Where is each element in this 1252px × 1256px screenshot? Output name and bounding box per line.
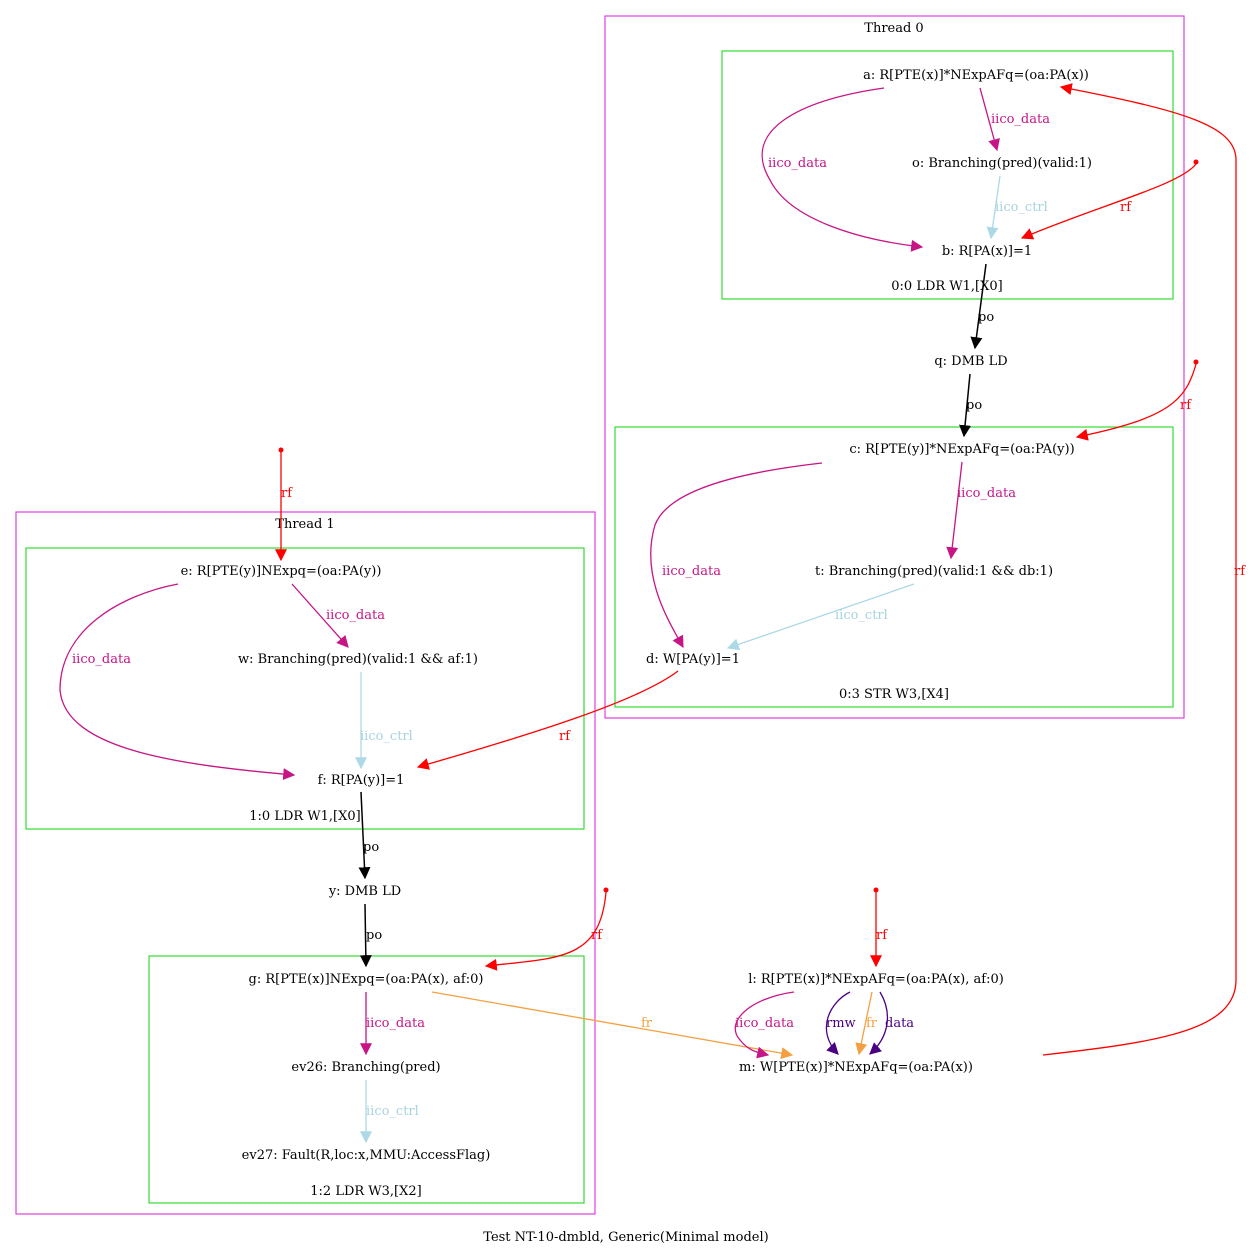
edge-label-d-f: rf	[559, 729, 571, 744]
node-b: b: R[PA(x)]=1	[942, 244, 1032, 259]
node-l: l: R[PTE(x)]*NExpAFq=(oa:PA(x), af:0)	[748, 972, 1004, 987]
thread-0-cluster: Thread 0	[604, 15, 1185, 719]
init-point-e	[278, 447, 284, 453]
edge-c-t	[946, 461, 963, 560]
edge-label-g-m: fr	[641, 1016, 653, 1031]
node-w: w: Branching(pred)(valid:1 && af:1)	[238, 652, 478, 667]
instruction-0-0-cluster: 0:0 LDR W1,[X0]	[721, 50, 1174, 300]
edge-init-g	[484, 891, 607, 971]
edge-label-init-l: rf	[876, 928, 888, 943]
edge-y-g	[359, 903, 372, 968]
node-g: g: R[PTE(x)]NExpq=(oa:PA(x), af:0)	[249, 972, 484, 987]
edge-label-b-q: po	[978, 310, 994, 325]
node-a: a: R[PTE(x)]*NExpAFq=(oa:PA(x))	[863, 68, 1089, 83]
edge-label-t-d: iico_ctrl	[835, 608, 888, 623]
node-ev26: ev26: Branching(pred)	[291, 1060, 440, 1075]
thread-0-label: Thread 0	[864, 21, 923, 36]
edge-label-init-g: rf	[591, 928, 603, 943]
edge-o-b	[986, 175, 1001, 240]
edge-l-m-iico	[734, 991, 795, 1059]
node-m: m: W[PTE(x)]*NExpAFq=(oa:PA(x))	[739, 1060, 973, 1075]
init-points	[278, 159, 1199, 893]
instruction-1-0-cluster: 1:0 LDR W1,[X0]	[25, 547, 585, 830]
edge-label-e-w: iico_data	[326, 608, 385, 623]
edge-label-q-c: po	[966, 398, 982, 413]
edge-a-o	[979, 87, 1000, 152]
nodes: a: R[PTE(x)]*NExpAFq=(oa:PA(x)) o: Branc…	[181, 68, 1092, 1163]
node-t: t: Branching(pred)(valid:1 && db:1)	[815, 564, 1053, 579]
node-y: y: DMB LD	[328, 884, 401, 899]
node-e: e: R[PTE(y)]NExpq=(oa:PA(y))	[181, 564, 382, 579]
edge-label-init-b: rf	[1120, 200, 1132, 215]
edge-label-l-m-rmw: rmw	[826, 1016, 856, 1031]
edge-label-a-b: iico_data	[768, 156, 827, 171]
node-d: d: W[PA(y)]=1	[646, 652, 740, 667]
edge-d-f	[416, 670, 679, 770]
node-ev27: ev27: Fault(R,loc:x,MMU:AccessFlag)	[242, 1148, 491, 1163]
edge-label-m-a: rf	[1234, 564, 1246, 579]
edge-t-d	[726, 583, 915, 651]
edge-q-c	[959, 373, 972, 438]
edge-label-l-m-data: data	[885, 1016, 914, 1031]
edge-label-l-m-fr: fr	[866, 1016, 878, 1031]
node-f: f: R[PA(y)]=1	[318, 773, 405, 788]
edge-f-y	[358, 791, 371, 880]
edge-label-c-t: iico_data	[957, 486, 1016, 501]
edge-label-w-f: iico_ctrl	[360, 729, 413, 744]
edge-b-q	[970, 263, 987, 350]
edge-l-m-fr	[855, 991, 873, 1056]
edge-e-f	[59, 583, 296, 781]
init-point-l	[873, 887, 879, 893]
edge-e-w	[291, 583, 349, 648]
node-o: o: Branching(pred)(valid:1)	[912, 156, 1092, 171]
instruction-1-2-label: 1:2 LDR W3,[X2]	[310, 1184, 421, 1199]
instruction-1-0-label: 1:0 LDR W1,[X0]	[249, 809, 360, 824]
edge-label-init-e: rf	[281, 486, 293, 501]
edge-a-b	[761, 87, 924, 252]
thread-1-label: Thread 1	[275, 517, 334, 532]
edge-init-c	[1075, 363, 1197, 441]
edge-label-c-d: iico_data	[662, 564, 721, 579]
edge-label-y-g: po	[366, 928, 382, 943]
edge-m-a	[1042, 83, 1237, 1056]
edge-l-m-data	[869, 991, 889, 1055]
init-point-b	[1193, 159, 1199, 165]
edge-label-f-y: po	[363, 840, 379, 855]
init-point-g	[603, 887, 609, 893]
init-point-c	[1193, 359, 1199, 365]
edge-c-d	[650, 462, 823, 649]
edge-label-g-ev26: iico_data	[366, 1016, 425, 1031]
edge-label-l-m-iico: iico_data	[735, 1016, 794, 1031]
edge-label-init-c: rf	[1180, 398, 1192, 413]
diagram-caption: Test NT-10-dmbld, Generic(Minimal model)	[483, 1230, 768, 1245]
instruction-0-3-cluster: 0:3 STR W3,[X4]	[614, 426, 1174, 708]
edge-init-b	[1020, 163, 1197, 240]
instruction-0-3-label: 0:3 STR W3,[X4]	[839, 687, 949, 702]
node-q: q: DMB LD	[934, 354, 1007, 369]
edge-label-a-o: iico_data	[991, 112, 1050, 127]
edge-label-ev26-ev27: iico_ctrl	[366, 1104, 419, 1119]
edges: iico_data iico_data iico_ctrl rf po po r…	[59, 83, 1246, 1144]
edge-label-o-b: iico_ctrl	[995, 200, 1048, 215]
edge-g-m	[431, 991, 794, 1060]
node-c: c: R[PTE(y)]*NExpAFq=(oa:PA(y))	[849, 442, 1074, 457]
thread-1-cluster: Thread 1	[15, 511, 596, 1215]
edge-l-m-rmw	[825, 991, 851, 1055]
instruction-0-0-label: 0:0 LDR W1,[X0]	[891, 279, 1002, 294]
edge-label-e-f: iico_data	[72, 652, 131, 667]
